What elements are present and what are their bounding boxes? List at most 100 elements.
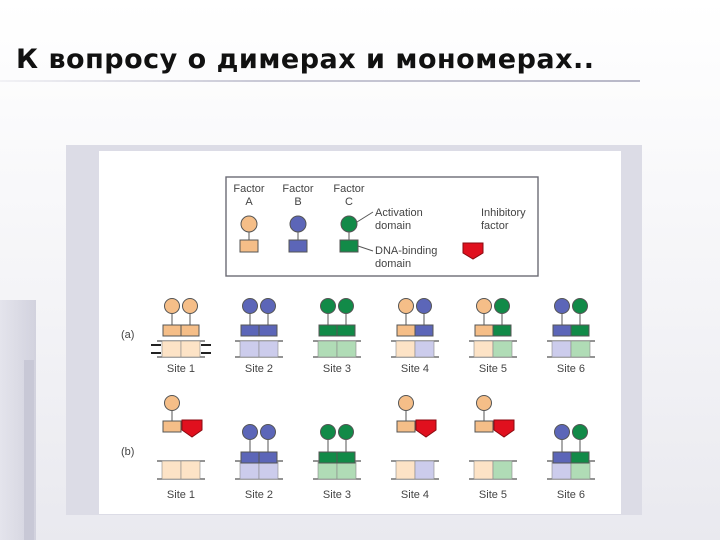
row-label: (a) xyxy=(121,329,134,341)
site-group: Site 6 xyxy=(547,424,595,501)
dna-binding-domain-right xyxy=(414,324,434,337)
legend-inhibitor-shape xyxy=(462,242,484,260)
activation-domain-right xyxy=(338,424,354,440)
activation-domain-right xyxy=(494,298,510,314)
site-group: Site 1 xyxy=(157,395,205,501)
activation-domain-label: Activation xyxy=(375,207,423,219)
dna-binding-domain-right xyxy=(180,324,200,337)
row-label: (b) xyxy=(121,446,134,458)
dna-site-left xyxy=(395,340,416,358)
site-group: Site 3 xyxy=(313,424,361,501)
dna-site-left xyxy=(239,340,260,358)
dna-binding-domain-left xyxy=(240,451,260,464)
dna-site-left xyxy=(473,460,494,480)
dna-binding-pointer xyxy=(357,245,374,252)
dna-binding-domain-right xyxy=(570,324,590,337)
site-label: Site 1 xyxy=(167,363,195,375)
activation-domain-left xyxy=(242,298,258,314)
dna-site-right xyxy=(180,340,201,358)
dna-site-right xyxy=(492,340,513,358)
inhibitory-factor xyxy=(493,419,515,438)
site-group: Site 5 xyxy=(469,298,517,375)
site-rows: (a) Site 1 Site 2 Site 3 Site 4 Site 5 Site 6 (… xyxy=(121,298,595,501)
site-label: Site 4 xyxy=(401,363,429,375)
legend-box xyxy=(225,176,539,277)
dna-binding-domain-right xyxy=(336,324,356,337)
legend-dna-binding-domain xyxy=(288,239,308,253)
site-label: Site 2 xyxy=(245,489,273,501)
activation-domain-right xyxy=(260,424,276,440)
dna-site-left xyxy=(161,340,182,358)
activation-domain-left xyxy=(398,395,414,411)
site-label: Site 1 xyxy=(167,489,195,501)
activation-domain-left xyxy=(554,424,570,440)
site-label: Site 2 xyxy=(245,363,273,375)
site-label: Site 3 xyxy=(323,489,351,501)
site-label: Site 4 xyxy=(401,489,429,501)
dna-binding-domain-label: DNA-binding xyxy=(375,245,437,257)
activation-domain-right xyxy=(572,424,588,440)
activation-domain-right xyxy=(182,298,198,314)
site-group: Site 1 xyxy=(151,298,211,375)
slide-title: К вопросу о димерах и мономерах.. xyxy=(16,44,595,75)
inhibitory-factor-label: Inhibitory xyxy=(481,207,526,219)
site-group: Site 3 xyxy=(313,298,361,375)
inhibitory-factor xyxy=(415,419,437,438)
site-group: Site 5 xyxy=(469,395,517,501)
activation-domain-left xyxy=(164,298,180,314)
dna-binding-domain-left xyxy=(474,420,494,433)
activation-domain-left xyxy=(164,395,180,411)
dna-binding-domain-left xyxy=(240,324,260,337)
dna-site-right xyxy=(570,340,591,358)
legend-dna-binding-domain xyxy=(239,239,259,253)
dna-binding-domain-right xyxy=(258,451,278,464)
dna-binding-domain-left xyxy=(396,420,416,433)
dna-site-right xyxy=(336,340,357,358)
activation-domain-left xyxy=(398,298,414,314)
dna-site-left xyxy=(473,340,494,358)
dna-binding-domain-left xyxy=(318,451,338,464)
site-group: Site 6 xyxy=(547,298,595,375)
activation-domain-right xyxy=(260,298,276,314)
dna-binding-domain-left xyxy=(552,451,572,464)
title-underline xyxy=(0,80,640,82)
activation-domain-left xyxy=(476,395,492,411)
activation-domain-left xyxy=(242,424,258,440)
dna-binding-domain-left xyxy=(474,324,494,337)
inhibitory-factor-label: factor xyxy=(481,220,509,232)
activation-domain-right xyxy=(572,298,588,314)
site-group: Site 4 xyxy=(391,298,439,375)
dna-site-left xyxy=(161,460,182,480)
activation-domain-left xyxy=(320,298,336,314)
dna-site-right xyxy=(258,460,279,480)
dna-binding-domain-left xyxy=(552,324,572,337)
activation-pointer xyxy=(356,211,374,223)
dna-binding-domain-left xyxy=(318,324,338,337)
activation-domain-left xyxy=(476,298,492,314)
dna-site-left xyxy=(395,460,416,480)
dna-binding-domain-label: domain xyxy=(375,258,411,270)
background-accent-stripe xyxy=(24,360,34,540)
legend: FactorAFactorBFactorCActivationdomainDNA… xyxy=(233,183,526,270)
dna-site-right xyxy=(414,340,435,358)
activation-domain-right xyxy=(338,298,354,314)
activation-domain-right xyxy=(416,298,432,314)
site-label: Site 6 xyxy=(557,363,585,375)
dna-binding-domain-left xyxy=(162,324,182,337)
activation-domain-left xyxy=(320,424,336,440)
dna-site-right xyxy=(258,340,279,358)
legend-factor-letter: B xyxy=(294,196,301,208)
dna-site-left xyxy=(239,460,260,480)
site-group: Site 2 xyxy=(235,424,283,501)
legend-activation-domain xyxy=(340,215,358,233)
legend-activation-domain xyxy=(240,215,258,233)
inhibitory-factor xyxy=(181,419,203,438)
dna-binding-domain-right xyxy=(336,451,356,464)
dna-binding-domain-right xyxy=(570,451,590,464)
dna-site-left xyxy=(317,340,338,358)
site-label: Site 5 xyxy=(479,489,507,501)
dna-site-left xyxy=(317,460,338,480)
site-group: Site 4 xyxy=(391,395,439,501)
site-label: Site 5 xyxy=(479,363,507,375)
